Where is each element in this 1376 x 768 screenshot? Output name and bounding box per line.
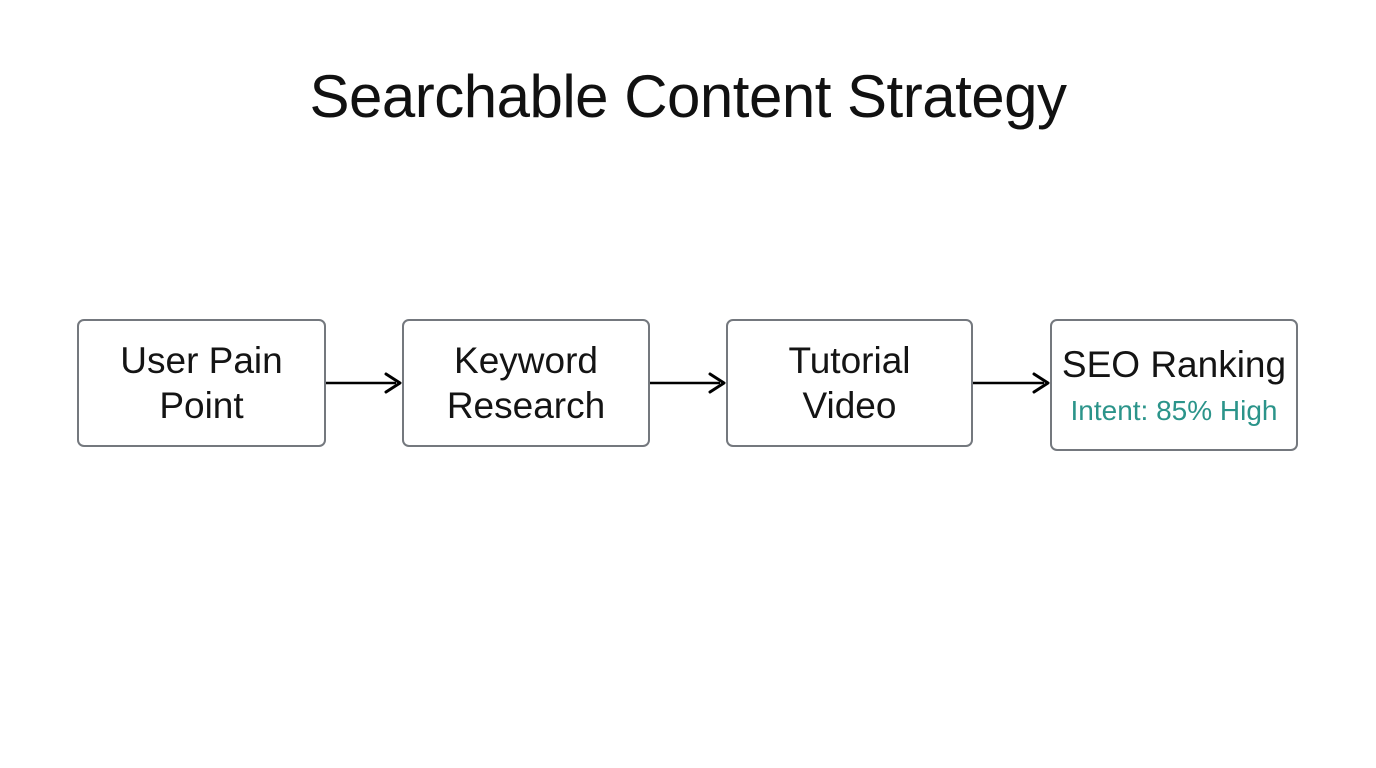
flow-arrow-icon [650, 372, 726, 394]
flow-arrow-icon [973, 372, 1050, 394]
node-label: SEO Ranking [1061, 344, 1287, 385]
flow-node-user-pain-point: User Pain Point [77, 319, 326, 447]
flow-node-tutorial-video: Tutorial Video [726, 319, 973, 447]
flow-node-seo-ranking: SEO Ranking Intent: 85% High [1050, 319, 1298, 451]
page-title: Searchable Content Strategy [309, 63, 1067, 130]
node-label: Tutorial Video [788, 340, 911, 426]
node-intent-annotation: Intent: 85% High [1070, 395, 1278, 426]
node-label: Keyword Research [446, 340, 606, 426]
flow-node-keyword-research: Keyword Research [402, 319, 650, 447]
node-label: User Pain Point [120, 340, 283, 426]
flow-arrow-icon [326, 372, 402, 394]
